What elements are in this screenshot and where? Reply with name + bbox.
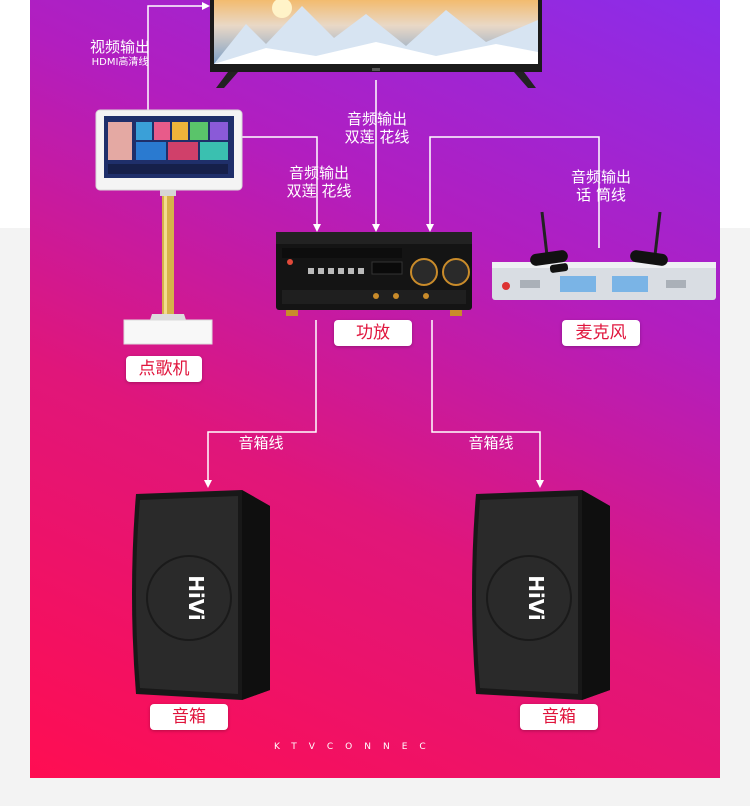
edge-label-line1: 音频输出 (346, 110, 407, 128)
tv-icon (210, 0, 542, 88)
edge-label-audio-out-kbox: 音频输出 双莲 花线 (274, 164, 364, 200)
karaoke-machine-icon (95, 109, 243, 345)
audio-line-kbox (240, 136, 321, 232)
edge-label-line2: 双莲 花线 (286, 182, 352, 200)
amplifier-device (276, 232, 472, 318)
node-label-microphone: 麦克风 (562, 320, 640, 346)
speaker-wire-right-line (431, 320, 544, 488)
edge-label-speaker-wire-right: 音箱线 (468, 434, 514, 452)
edge-label-line1: 视频输出 (89, 38, 150, 56)
speaker-icon: HiVi (132, 490, 270, 700)
microphone-icon (492, 211, 716, 300)
svg-text:HiVi: HiVi (184, 575, 208, 621)
edge-label-line1: 音频输出 (288, 164, 349, 182)
node-label-speaker-right: 音箱 (520, 704, 598, 730)
edge-label-line1: 音频输出 (570, 168, 631, 186)
karaoke-machine-device (94, 108, 244, 348)
svg-text:HiVi: HiVi (524, 575, 548, 621)
speaker-right-device: HiVi (466, 490, 614, 702)
connection-diagram-panel: HiVi HiVi 视频输出 HDMI高清线 音频输出 双莲 花线 音频输出 双… (30, 0, 720, 778)
speaker-left-device: HiVi (126, 490, 274, 702)
edge-label-line2: 双莲 花线 (344, 128, 410, 146)
edge-label-audio-out-mic: 音频输出 话 筒线 (556, 168, 646, 204)
edge-label-speaker-wire-left: 音箱线 (238, 434, 284, 452)
video-output-line (147, 2, 210, 110)
amplifier-icon (276, 232, 472, 316)
speaker-wire-left-line (204, 320, 317, 488)
tv-device (206, 0, 546, 90)
node-label-speaker-left: 音箱 (150, 704, 228, 730)
connector-lines (147, 2, 600, 488)
microphone-device (490, 208, 718, 304)
audio-line-mic (426, 136, 600, 248)
node-label-karaoke-machine: 点歌机 (126, 356, 202, 382)
edge-label-line2: 话 筒线 (576, 186, 626, 204)
node-label-amplifier: 功放 (334, 320, 412, 346)
speaker-icon: HiVi (472, 490, 610, 700)
footer-caption: KTVCONNEC (274, 742, 438, 752)
edge-label-video-out: 视频输出 HDMI高清线 (74, 38, 166, 70)
edge-label-audio-out-tv: 音频输出 双莲 花线 (332, 110, 422, 146)
edge-label-line2: HDMI高清线 (91, 57, 149, 68)
